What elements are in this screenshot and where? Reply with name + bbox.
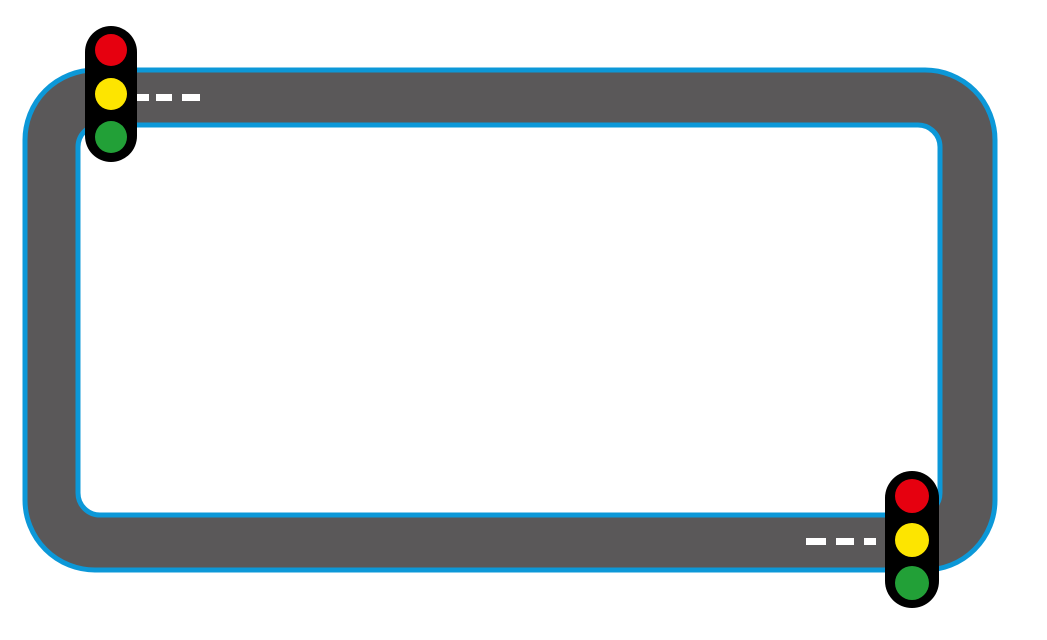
lane-dash: [156, 94, 172, 101]
lane-markings-top: [137, 94, 200, 101]
traffic-light-green-lamp: [895, 566, 929, 600]
lane-dash: [836, 538, 854, 545]
traffic-light-yellow-lamp: [895, 523, 929, 557]
traffic-light-green-lamp: [95, 121, 127, 153]
lane-dash: [182, 94, 200, 101]
lane-dash: [806, 538, 826, 545]
traffic-light-red-lamp: [95, 34, 127, 66]
traffic-light-bottom-right-icon: [885, 471, 939, 608]
lane-dash: [864, 538, 876, 545]
lane-dash: [137, 94, 149, 101]
traffic-light-yellow-lamp: [95, 78, 127, 110]
lane-markings-bottom: [806, 538, 876, 545]
traffic-light-red-lamp: [895, 479, 929, 513]
road-inner-field: [75, 122, 943, 518]
traffic-light-top-left-icon: [85, 26, 137, 162]
